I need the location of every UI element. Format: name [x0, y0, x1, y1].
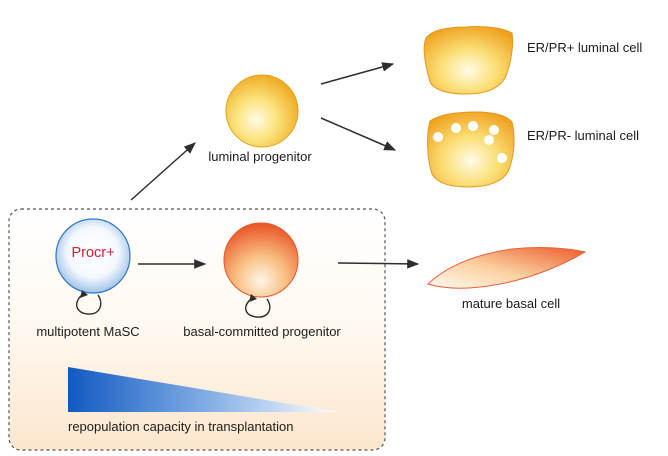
arrow-luminal-to-erpr-pos	[320, 62, 395, 85]
erpr-positive-label: ER/PR+ luminal cell	[527, 40, 643, 55]
vesicle	[489, 125, 499, 135]
intracellular-vesicles	[433, 121, 507, 163]
repopulation-label: repopulation capacity in transplantation	[68, 419, 294, 434]
vesicle	[497, 153, 507, 163]
arrow-luminal-to-erpr-neg	[320, 117, 397, 151]
basal-committed-progenitor-cell	[223, 222, 299, 298]
self-renewal-loop-masc	[76, 290, 102, 315]
mature-basal-label: mature basal cell	[461, 296, 561, 311]
mature-basal-cell	[427, 247, 587, 289]
arrow-basal-to-mature	[337, 259, 420, 269]
basal-committed-label: basal-committed progenitor	[183, 324, 341, 339]
erpr-positive-luminal-cell	[423, 26, 514, 95]
vesicle	[451, 123, 461, 133]
luminal-progenitor-label: luminal progenitor	[208, 149, 312, 164]
procr-marker-label: Procr+	[71, 245, 115, 261]
arrow-masc-to-luminal	[130, 142, 196, 201]
repopulation-gradient-bar	[68, 367, 338, 412]
vesicle	[433, 132, 443, 142]
luminal-progenitor-cell	[225, 74, 299, 148]
vesicle	[484, 135, 494, 145]
vesicle	[468, 121, 478, 131]
self-renewal-loop-basal	[245, 294, 271, 318]
procr-masc-cell	[55, 218, 131, 294]
erpr-negative-label: ER/PR- luminal cell	[527, 128, 639, 143]
multipotent-masc-label: multipotent MaSC	[36, 324, 140, 339]
